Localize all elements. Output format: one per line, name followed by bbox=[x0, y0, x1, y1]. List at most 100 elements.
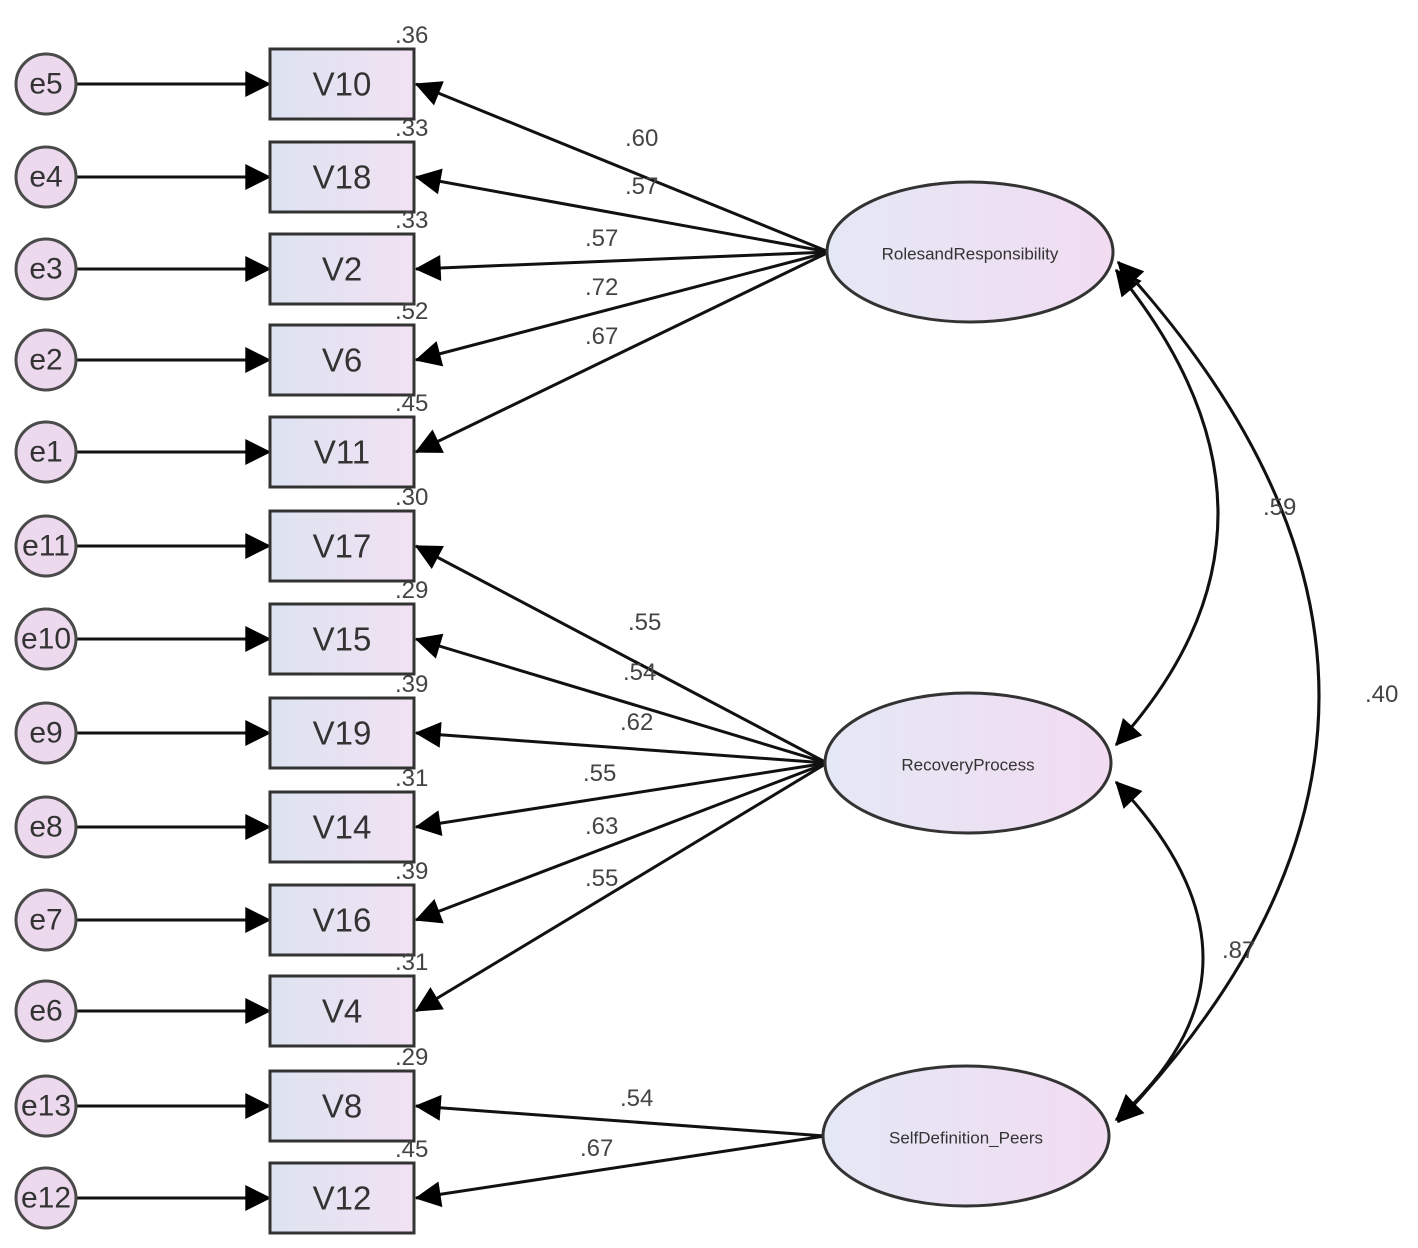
observed-label: V11 bbox=[314, 434, 370, 471]
error-node-e3: e3 bbox=[14, 237, 78, 301]
observed-node-V18: V18 bbox=[268, 140, 416, 214]
loading-label: .55 bbox=[585, 865, 618, 892]
observed-box bbox=[268, 509, 416, 583]
loading-path-V2 bbox=[414, 250, 830, 281]
error-label: e3 bbox=[29, 253, 62, 286]
covariance-path-RR-RP bbox=[1114, 268, 1220, 747]
error-circle bbox=[14, 145, 78, 209]
error-label: e6 bbox=[29, 995, 62, 1028]
observed-label: V18 bbox=[313, 159, 372, 196]
covariance-label: .59 bbox=[1263, 494, 1296, 521]
error-node-e8: e8 bbox=[14, 795, 78, 859]
loading-label: .67 bbox=[585, 323, 618, 350]
error-circle bbox=[14, 420, 78, 484]
error-circle bbox=[14, 514, 78, 578]
r-squared-label: .33 bbox=[395, 115, 428, 142]
error-node-e7: e7 bbox=[14, 888, 78, 952]
r-squared-label: .45 bbox=[395, 1136, 428, 1163]
error-label: e12 bbox=[21, 1182, 71, 1215]
latent-label: RecoveryProcess bbox=[901, 756, 1034, 775]
loading-label: .62 bbox=[620, 709, 653, 736]
latent-label: SelfDefinition_Peers bbox=[889, 1129, 1043, 1148]
observed-box bbox=[268, 140, 416, 214]
error-label: e1 bbox=[29, 436, 62, 469]
loading-label: .63 bbox=[585, 813, 618, 840]
observed-node-V12: V12 bbox=[268, 1161, 416, 1235]
covariance-label: .40 bbox=[1365, 681, 1398, 708]
r-squared-label: .36 bbox=[395, 22, 428, 49]
loading-label: .72 bbox=[585, 274, 618, 301]
loading-path-V19 bbox=[414, 721, 828, 765]
covariance-path-RR-SD bbox=[1116, 260, 1321, 1124]
latent-ellipse bbox=[821, 1064, 1111, 1208]
observed-node-V6: V6 bbox=[268, 323, 416, 397]
loading-label: .55 bbox=[628, 609, 661, 636]
error-node-e10: e10 bbox=[14, 607, 78, 671]
r-squared-label: .29 bbox=[395, 1044, 428, 1071]
observed-label: V10 bbox=[313, 66, 372, 103]
r-squared-label: .29 bbox=[395, 577, 428, 604]
observed-node-V17: V17 bbox=[268, 509, 416, 583]
latent-ellipse bbox=[825, 180, 1115, 324]
error-label: e11 bbox=[22, 530, 70, 563]
observed-box bbox=[268, 883, 416, 957]
error-node-e9: e9 bbox=[14, 701, 78, 765]
error-node-e4: e4 bbox=[14, 145, 78, 209]
loading-path-V16 bbox=[414, 761, 828, 924]
loading-label: .54 bbox=[623, 659, 656, 686]
loading-path-V18 bbox=[414, 168, 830, 254]
observed-box bbox=[268, 323, 416, 397]
observed-label: V4 bbox=[322, 993, 362, 1030]
observed-label: V8 bbox=[322, 1088, 362, 1125]
loading-label: .55 bbox=[583, 760, 616, 787]
observed-box bbox=[268, 974, 416, 1048]
error-node-e2: e2 bbox=[14, 328, 78, 392]
observed-label: V14 bbox=[313, 809, 372, 846]
r-squared-label: .30 bbox=[395, 484, 428, 511]
observed-box bbox=[268, 602, 416, 676]
observed-label: V19 bbox=[313, 715, 372, 752]
error-circle bbox=[14, 1074, 78, 1138]
observed-label: V2 bbox=[322, 251, 362, 288]
observed-node-V14: V14 bbox=[268, 790, 416, 864]
loading-label: .67 bbox=[580, 1135, 613, 1162]
latent-label: RolesandResponsibility bbox=[882, 245, 1059, 264]
observed-label: V17 bbox=[313, 528, 372, 565]
loading-path-V10 bbox=[414, 81, 830, 254]
observed-node-V15: V15 bbox=[268, 602, 416, 676]
error-label: e10 bbox=[21, 623, 71, 656]
r-squared-label: .31 bbox=[395, 765, 428, 792]
loading-label: .57 bbox=[625, 173, 658, 200]
loading-path-V4 bbox=[414, 761, 828, 1013]
observed-label: V12 bbox=[313, 1180, 372, 1217]
error-label: e8 bbox=[29, 811, 62, 844]
error-circle bbox=[14, 795, 78, 859]
loading-label: .54 bbox=[620, 1085, 653, 1112]
error-node-e6: e6 bbox=[14, 979, 78, 1043]
error-circle bbox=[14, 607, 78, 671]
covariance-label: .87 bbox=[1222, 937, 1255, 964]
r-squared-label: .39 bbox=[395, 858, 428, 885]
observed-label: V6 bbox=[322, 342, 362, 379]
observed-box bbox=[268, 47, 416, 121]
observed-node-V10: V10 bbox=[268, 47, 416, 121]
observed-box bbox=[268, 790, 416, 864]
error-circle bbox=[14, 328, 78, 392]
loading-path-V17 bbox=[414, 544, 828, 765]
observed-node-V19: V19 bbox=[268, 696, 416, 770]
error-node-e5: e5 bbox=[14, 52, 78, 116]
error-label: e2 bbox=[29, 344, 62, 377]
r-squared-label: .31 bbox=[395, 949, 428, 976]
loading-path-V6 bbox=[414, 250, 830, 367]
error-circle bbox=[14, 237, 78, 301]
loading-path-V8 bbox=[414, 1094, 826, 1138]
error-node-e11: e11 bbox=[14, 514, 78, 578]
observed-node-V16: V16 bbox=[268, 883, 416, 957]
latent-node-RR: RolesandResponsibility bbox=[825, 180, 1115, 324]
latent-ellipse bbox=[823, 691, 1113, 835]
loading-path-V12 bbox=[414, 1134, 826, 1208]
r-squared-label: .39 bbox=[395, 671, 428, 698]
error-label: e13 bbox=[21, 1090, 71, 1123]
latent-node-SD: SelfDefinition_Peers bbox=[821, 1064, 1111, 1208]
